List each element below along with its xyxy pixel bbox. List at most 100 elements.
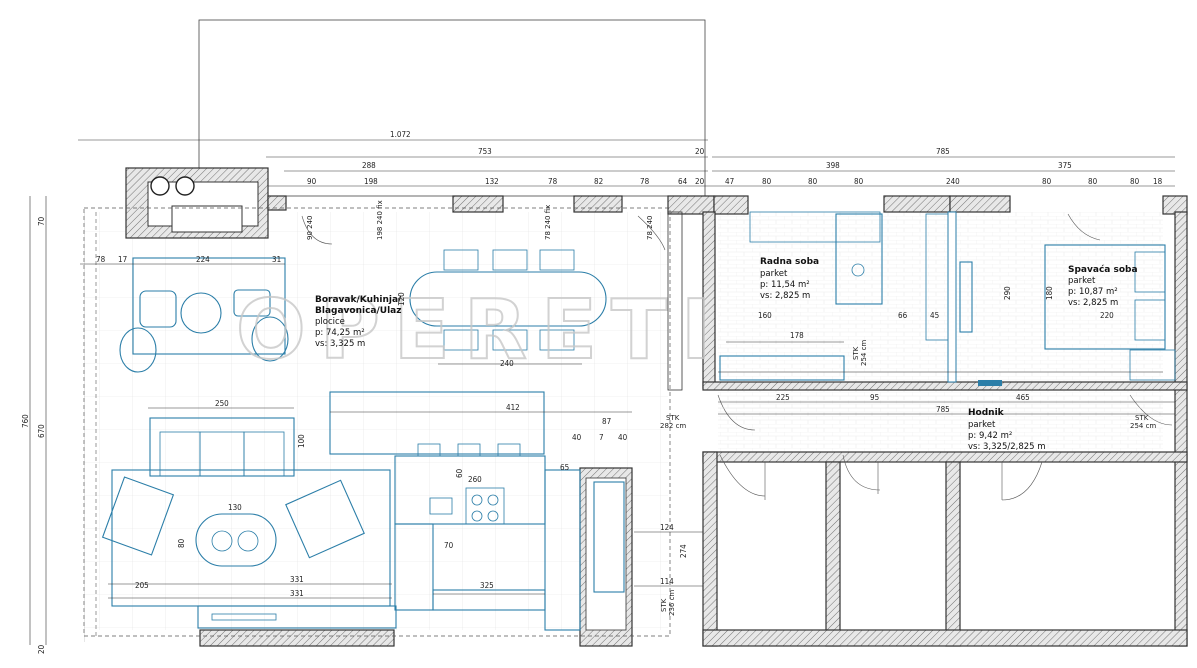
room-label-bedroom: Spavaća soba parket p: 10,87 m² vs: 2,82… [1068, 264, 1138, 308]
balcony-dashed [83, 207, 671, 637]
bedroom-floor [955, 212, 1163, 382]
dim-100: 100 [297, 434, 306, 448]
dim-224: 224 [196, 255, 210, 264]
dim-70: 70 [37, 216, 46, 226]
dim-325: 325 [480, 581, 494, 590]
dim-753: 753 [478, 147, 492, 156]
dim-20-left: 20 [37, 644, 46, 654]
svg-text:78: 78 [548, 177, 558, 186]
svg-text:80: 80 [762, 177, 772, 186]
svg-text:Spavaća soba: Spavaća soba [1068, 264, 1138, 275]
dim-40a: 40 [572, 433, 582, 442]
svg-text:82: 82 [594, 177, 603, 186]
terrace-outline [198, 19, 706, 197]
stk-label-2: STK [852, 346, 860, 360]
svg-text:p: 74,25 m²: p: 74,25 m² [315, 328, 365, 338]
dim-260: 260 [468, 475, 482, 484]
svg-text:parket: parket [968, 420, 996, 430]
dim-160: 160 [758, 311, 772, 320]
dim-331b: 331 [290, 589, 304, 598]
svg-text:vs: 2,825 m: vs: 2,825 m [760, 291, 810, 301]
svg-text:80: 80 [1042, 177, 1052, 186]
svg-text:80: 80 [854, 177, 864, 186]
rug-top [119, 257, 289, 373]
dim-130: 130 [228, 503, 242, 512]
dim-250: 250 [215, 399, 229, 408]
window-label-2: 198 240 fix [376, 200, 384, 240]
svg-text:90: 90 [307, 177, 317, 186]
svg-text:parket: parket [760, 269, 788, 279]
dim-70: 70 [444, 541, 454, 550]
chimney [125, 167, 269, 239]
stk-label-1: STK [666, 414, 680, 422]
svg-text:vs: 2,825 m: vs: 2,825 m [1068, 298, 1118, 308]
dim-114: 114 [660, 577, 674, 586]
study-floor [718, 212, 950, 382]
living-floor [84, 212, 668, 630]
stk-value-3: 254 cm [1130, 422, 1156, 430]
dimension-lines [29, 139, 1175, 645]
svg-text:Boravak/Kuhinja/: Boravak/Kuhinja/ [315, 295, 402, 305]
dim-total-width: 1.072 [390, 130, 411, 139]
dim-66: 66 [898, 311, 908, 320]
dim-87: 87 [602, 417, 611, 426]
bed [1044, 244, 1176, 381]
dim-65: 65 [560, 463, 569, 472]
dim-124: 124 [660, 523, 674, 532]
svg-text:18: 18 [1153, 177, 1163, 186]
dim-31: 31 [272, 255, 281, 264]
hall-floor [718, 390, 1163, 452]
dim-240: 240 [500, 359, 514, 368]
dim-288: 288 [362, 161, 376, 170]
svg-text:p: 11,54 m²: p: 11,54 m² [760, 280, 810, 290]
stk-label-3: STK [1135, 414, 1149, 422]
stk-value-2: 254 cm [860, 340, 868, 366]
dim-670: 670 [37, 424, 46, 438]
dining-table [409, 249, 607, 351]
svg-text:Blagavonica/Ulaz: Blagavonica/Ulaz [315, 306, 401, 316]
dim-785: 785 [936, 147, 950, 156]
dim-760: 760 [21, 414, 30, 428]
dim-375: 375 [1058, 161, 1072, 170]
dim-120: 120 [397, 292, 406, 306]
dim-78: 78 [96, 255, 106, 264]
svg-text:20: 20 [695, 177, 705, 186]
svg-text:64: 64 [678, 177, 688, 186]
svg-text:p: 9,42 m²: p: 9,42 m² [968, 431, 1012, 441]
dim-331a: 331 [290, 575, 304, 584]
dim-220: 220 [1100, 311, 1114, 320]
svg-text:Hodnik: Hodnik [968, 408, 1005, 418]
dim-274: 274 [679, 544, 688, 558]
dim-205: 205 [135, 581, 149, 590]
svg-text:78: 78 [640, 177, 650, 186]
dim-290: 290 [1003, 286, 1012, 300]
study-furniture [719, 211, 973, 381]
dim-7: 7 [599, 433, 604, 442]
dim-20: 20 [695, 147, 705, 156]
svg-text:198: 198 [364, 177, 378, 186]
dim-80: 80 [177, 538, 186, 548]
dim-17: 17 [118, 255, 127, 264]
room-label-study: Radna soba parket p: 11,54 m² vs: 2,825 … [760, 257, 819, 301]
svg-text:80: 80 [1088, 177, 1098, 186]
svg-text:parket: parket [1068, 276, 1096, 286]
svg-text:240: 240 [946, 177, 960, 186]
walls [84, 195, 1188, 647]
svg-text:80: 80 [808, 177, 818, 186]
doors [301, 213, 1173, 501]
svg-text:p: 10,87 m²: p: 10,87 m² [1068, 287, 1118, 297]
dim-398: 398 [826, 161, 840, 170]
stk-value-4: 236 cm [668, 590, 676, 616]
dim-465: 465 [1016, 393, 1030, 402]
room-label-hall: Hodnik parket p: 9,42 m² vs: 3,325/2,825… [968, 408, 1046, 452]
window-label-1: 90 240 [306, 216, 314, 241]
kitchen [197, 391, 625, 631]
room-label-living: Boravak/Kuhinja/ Blagavonica/Ulaz plocic… [315, 295, 402, 349]
dim-45: 45 [930, 311, 939, 320]
svg-text:132: 132 [485, 177, 499, 186]
svg-text:Radna soba: Radna soba [760, 257, 819, 267]
dim-225: 225 [776, 393, 790, 402]
window-label-3: 78 240 fix [544, 205, 552, 240]
svg-text:80: 80 [1130, 177, 1140, 186]
